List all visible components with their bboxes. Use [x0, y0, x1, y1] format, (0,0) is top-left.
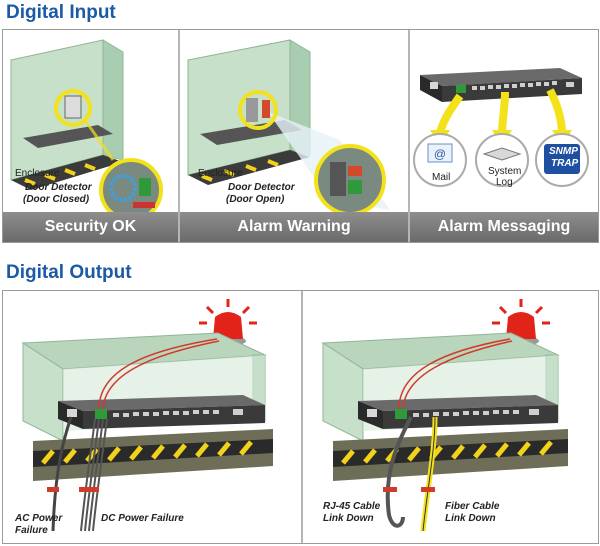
door-detector-label: Door Detector [25, 182, 92, 193]
enclosure-label: Enclosure [15, 168, 60, 179]
mail-label: Mail [432, 172, 451, 183]
highlight-ring [238, 90, 278, 130]
security-ok-pane: Enclosure Door Detector (Door Closed) Se… [3, 30, 178, 242]
highlight-ring [54, 89, 92, 127]
digital-output-title: Digital Output [6, 262, 132, 283]
digital-input-panel: Enclosure Door Detector (Door Closed) Se… [2, 29, 599, 243]
alarm-messaging-pane: @ Mail System Log SNMP TRAP Alarm Messag… [410, 30, 598, 242]
snmp-label-line2: TRAP [551, 158, 579, 169]
enclosure-closed-illustration [10, 39, 163, 222]
switch-messaging-illustration: @ [413, 68, 589, 187]
enclosure-label: Enclosure [198, 168, 243, 179]
link-down-illustration [321, 299, 568, 532]
rj45-link-down-label-line1: RJ-45 Cable [323, 501, 381, 512]
door-state-label: (Door Open) [226, 194, 285, 205]
svg-text:@: @ [434, 147, 446, 161]
digital-output-panel: AC Power Failure DC Power Failure [2, 290, 599, 544]
caption-security-ok: Security OK [3, 212, 178, 242]
snmp-label-line1: SNMP [549, 146, 578, 157]
alarm-warning-pane: Enclosure Door Detector (Door Open) Alar… [180, 30, 408, 242]
pane-divider [178, 30, 180, 242]
syslog-label-line2: Log [496, 177, 513, 188]
fiber-link-down-label-line1: Fiber Cable [445, 501, 500, 512]
power-failure-pane: AC Power Failure DC Power Failure [3, 291, 300, 543]
door-detector-label: Door Detector [228, 182, 295, 193]
power-failure-illustration [21, 299, 273, 532]
door-state-label: (Door Closed) [23, 194, 90, 205]
caption-alarm-messaging: Alarm Messaging [410, 212, 598, 242]
fiber-link-down-label-line2: Link Down [445, 513, 496, 524]
rj45-link-down-label-line2: Link Down [323, 513, 374, 524]
digital-input-title: Digital Input [6, 2, 116, 23]
caption-alarm-warning: Alarm Warning [180, 212, 408, 242]
dc-power-failure-label: DC Power Failure [101, 513, 184, 524]
ac-power-failure-label-line2: Failure [15, 525, 48, 536]
ac-power-failure-label-line1: AC Power [15, 513, 63, 524]
syslog-label-line1: System [488, 166, 522, 177]
link-down-pane: RJ-45 Cable Link Down Fiber Cable Link D… [303, 291, 598, 543]
enclosure-open-illustration [187, 39, 390, 216]
pane-divider [301, 291, 303, 543]
pane-divider [408, 30, 410, 242]
